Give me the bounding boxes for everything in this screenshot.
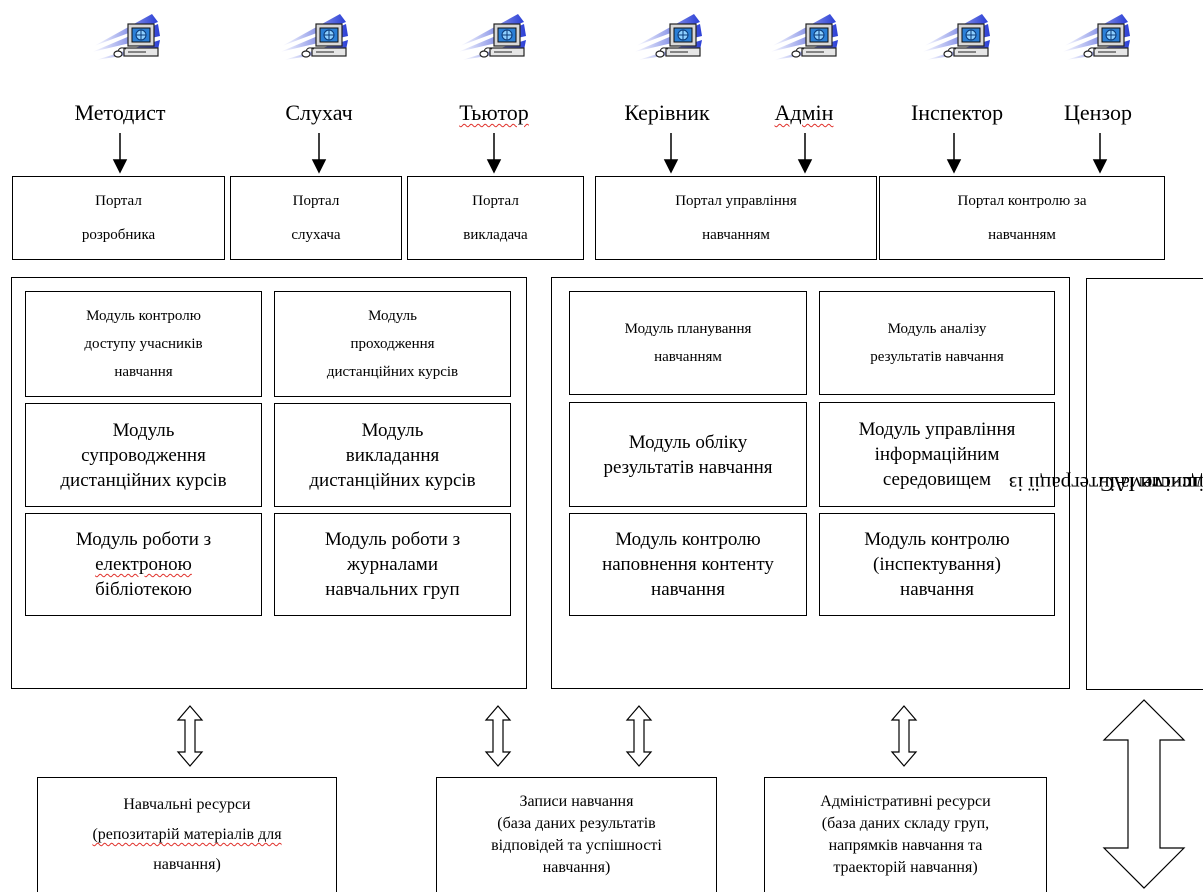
resource-administrative: Адміністративні ресурси(база даних склад… [764,777,1047,892]
role-label-kerivnyk: Керівник [624,100,710,125]
role-label-metodyst: Методист [74,100,166,125]
role-label-admin: Адмін [774,100,834,125]
integration-subsystem-label: Підсистема інтеграції іззовнішніми ІАС [1008,472,1203,496]
role-label-tsenzor: Цензор [1064,100,1132,125]
module-inspection-control: Модуль контролю(інспектування)навчання [819,513,1055,616]
left-modules-container [11,277,527,689]
role-label-tiutor: Тьютор [459,100,529,125]
role-label-sluhach: Слухач [285,100,353,125]
role-label-inspektor: Інспектор [910,100,1004,125]
right-modules-container [551,277,1070,689]
integration-subsystem-box [1086,278,1203,690]
resource-learning: Навчальні ресурси(репозитарій матеріалів… [37,777,337,892]
